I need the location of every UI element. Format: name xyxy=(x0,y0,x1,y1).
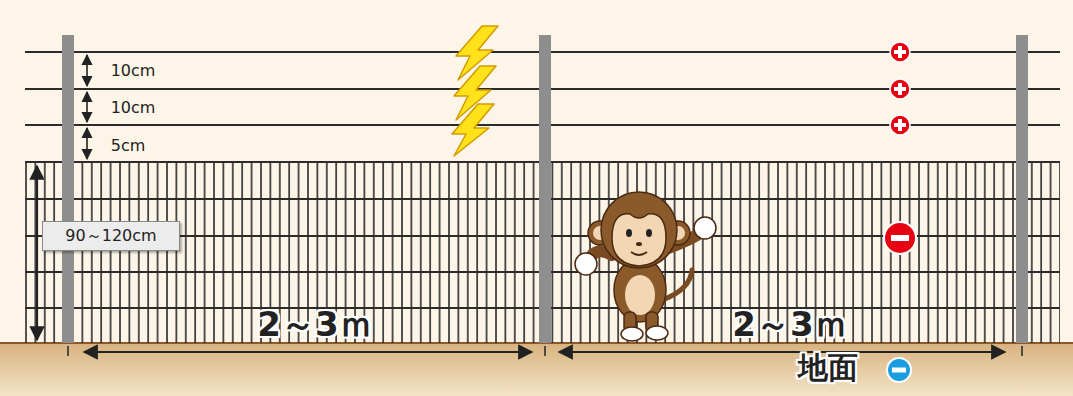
ground-minus-symbol xyxy=(887,358,911,382)
dimension-text: 90～120cm xyxy=(65,226,156,247)
dimension-arrows xyxy=(37,55,1005,352)
plus-symbols xyxy=(890,42,910,135)
post-spacing: 2～3ｍ xyxy=(732,302,847,348)
dimension-box: 90～120cm xyxy=(42,221,180,251)
post-spacing: 2～3ｍ xyxy=(257,302,372,348)
minus-symbol xyxy=(884,222,916,254)
wire-spacing: 10cm xyxy=(111,61,156,80)
wire-spacing: 10cm xyxy=(111,98,156,117)
post-ticks xyxy=(68,346,1022,356)
lightning-bolts xyxy=(452,26,498,156)
fence-posts xyxy=(62,35,1028,343)
ground xyxy=(0,343,1073,396)
ground-label: 地面 xyxy=(798,348,858,389)
monkey xyxy=(575,192,716,341)
wire-spacing: 5cm xyxy=(111,136,146,155)
